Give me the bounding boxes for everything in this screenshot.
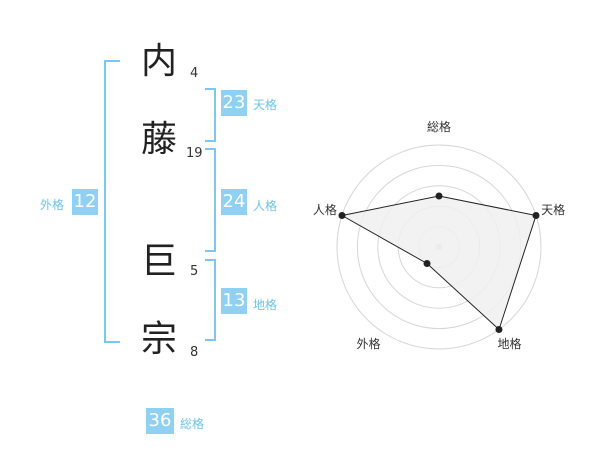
gaikaku-bracket	[104, 60, 120, 343]
radar-point-2	[532, 211, 540, 219]
radar-axis-label-4: 外格	[356, 336, 380, 351]
radar-axis-label-1: 総格	[427, 119, 451, 134]
radar-axis-label-3: 地格	[497, 336, 521, 351]
jinkaku-bracket	[205, 148, 216, 252]
stroke-count-2: 19	[186, 146, 203, 161]
kanji-1: 内	[141, 41, 178, 82]
kanji-4: 宗	[141, 319, 178, 360]
chikaku-bracket	[205, 259, 216, 341]
chikaku-value-badge: 13	[221, 288, 247, 314]
radar-ring	[336, 144, 542, 350]
gaikaku-label: 外格	[40, 198, 65, 212]
chikaku-label: 地格	[253, 298, 278, 312]
tenkaku-label: 天格	[253, 98, 278, 112]
tenkaku-bracket	[205, 88, 216, 142]
gaikaku-value-badge: 12	[72, 189, 98, 215]
radar-axis-label-5: 人格	[313, 202, 337, 217]
radar-points	[338, 192, 540, 334]
soukaku-value-badge: 36	[146, 408, 174, 434]
stroke-count-3: 5	[190, 264, 199, 279]
jinkaku-value-badge: 24	[221, 189, 247, 215]
tenkaku-value-badge: 23	[221, 90, 247, 116]
radar-point-4	[423, 260, 431, 268]
jinkaku-label: 人格	[253, 199, 278, 213]
stroke-count-1: 4	[190, 66, 199, 81]
soukaku-label: 総格	[180, 417, 205, 431]
radar-point-5	[338, 211, 346, 219]
kanji-3: 巨	[141, 241, 178, 282]
kanji-2: 藤	[141, 119, 178, 160]
radar-axis-label-2: 天格	[541, 202, 565, 217]
stroke-count-4: 8	[190, 345, 199, 360]
radar-point-3	[495, 326, 503, 334]
radar-area	[340, 195, 537, 331]
radar-point-1	[435, 192, 443, 200]
